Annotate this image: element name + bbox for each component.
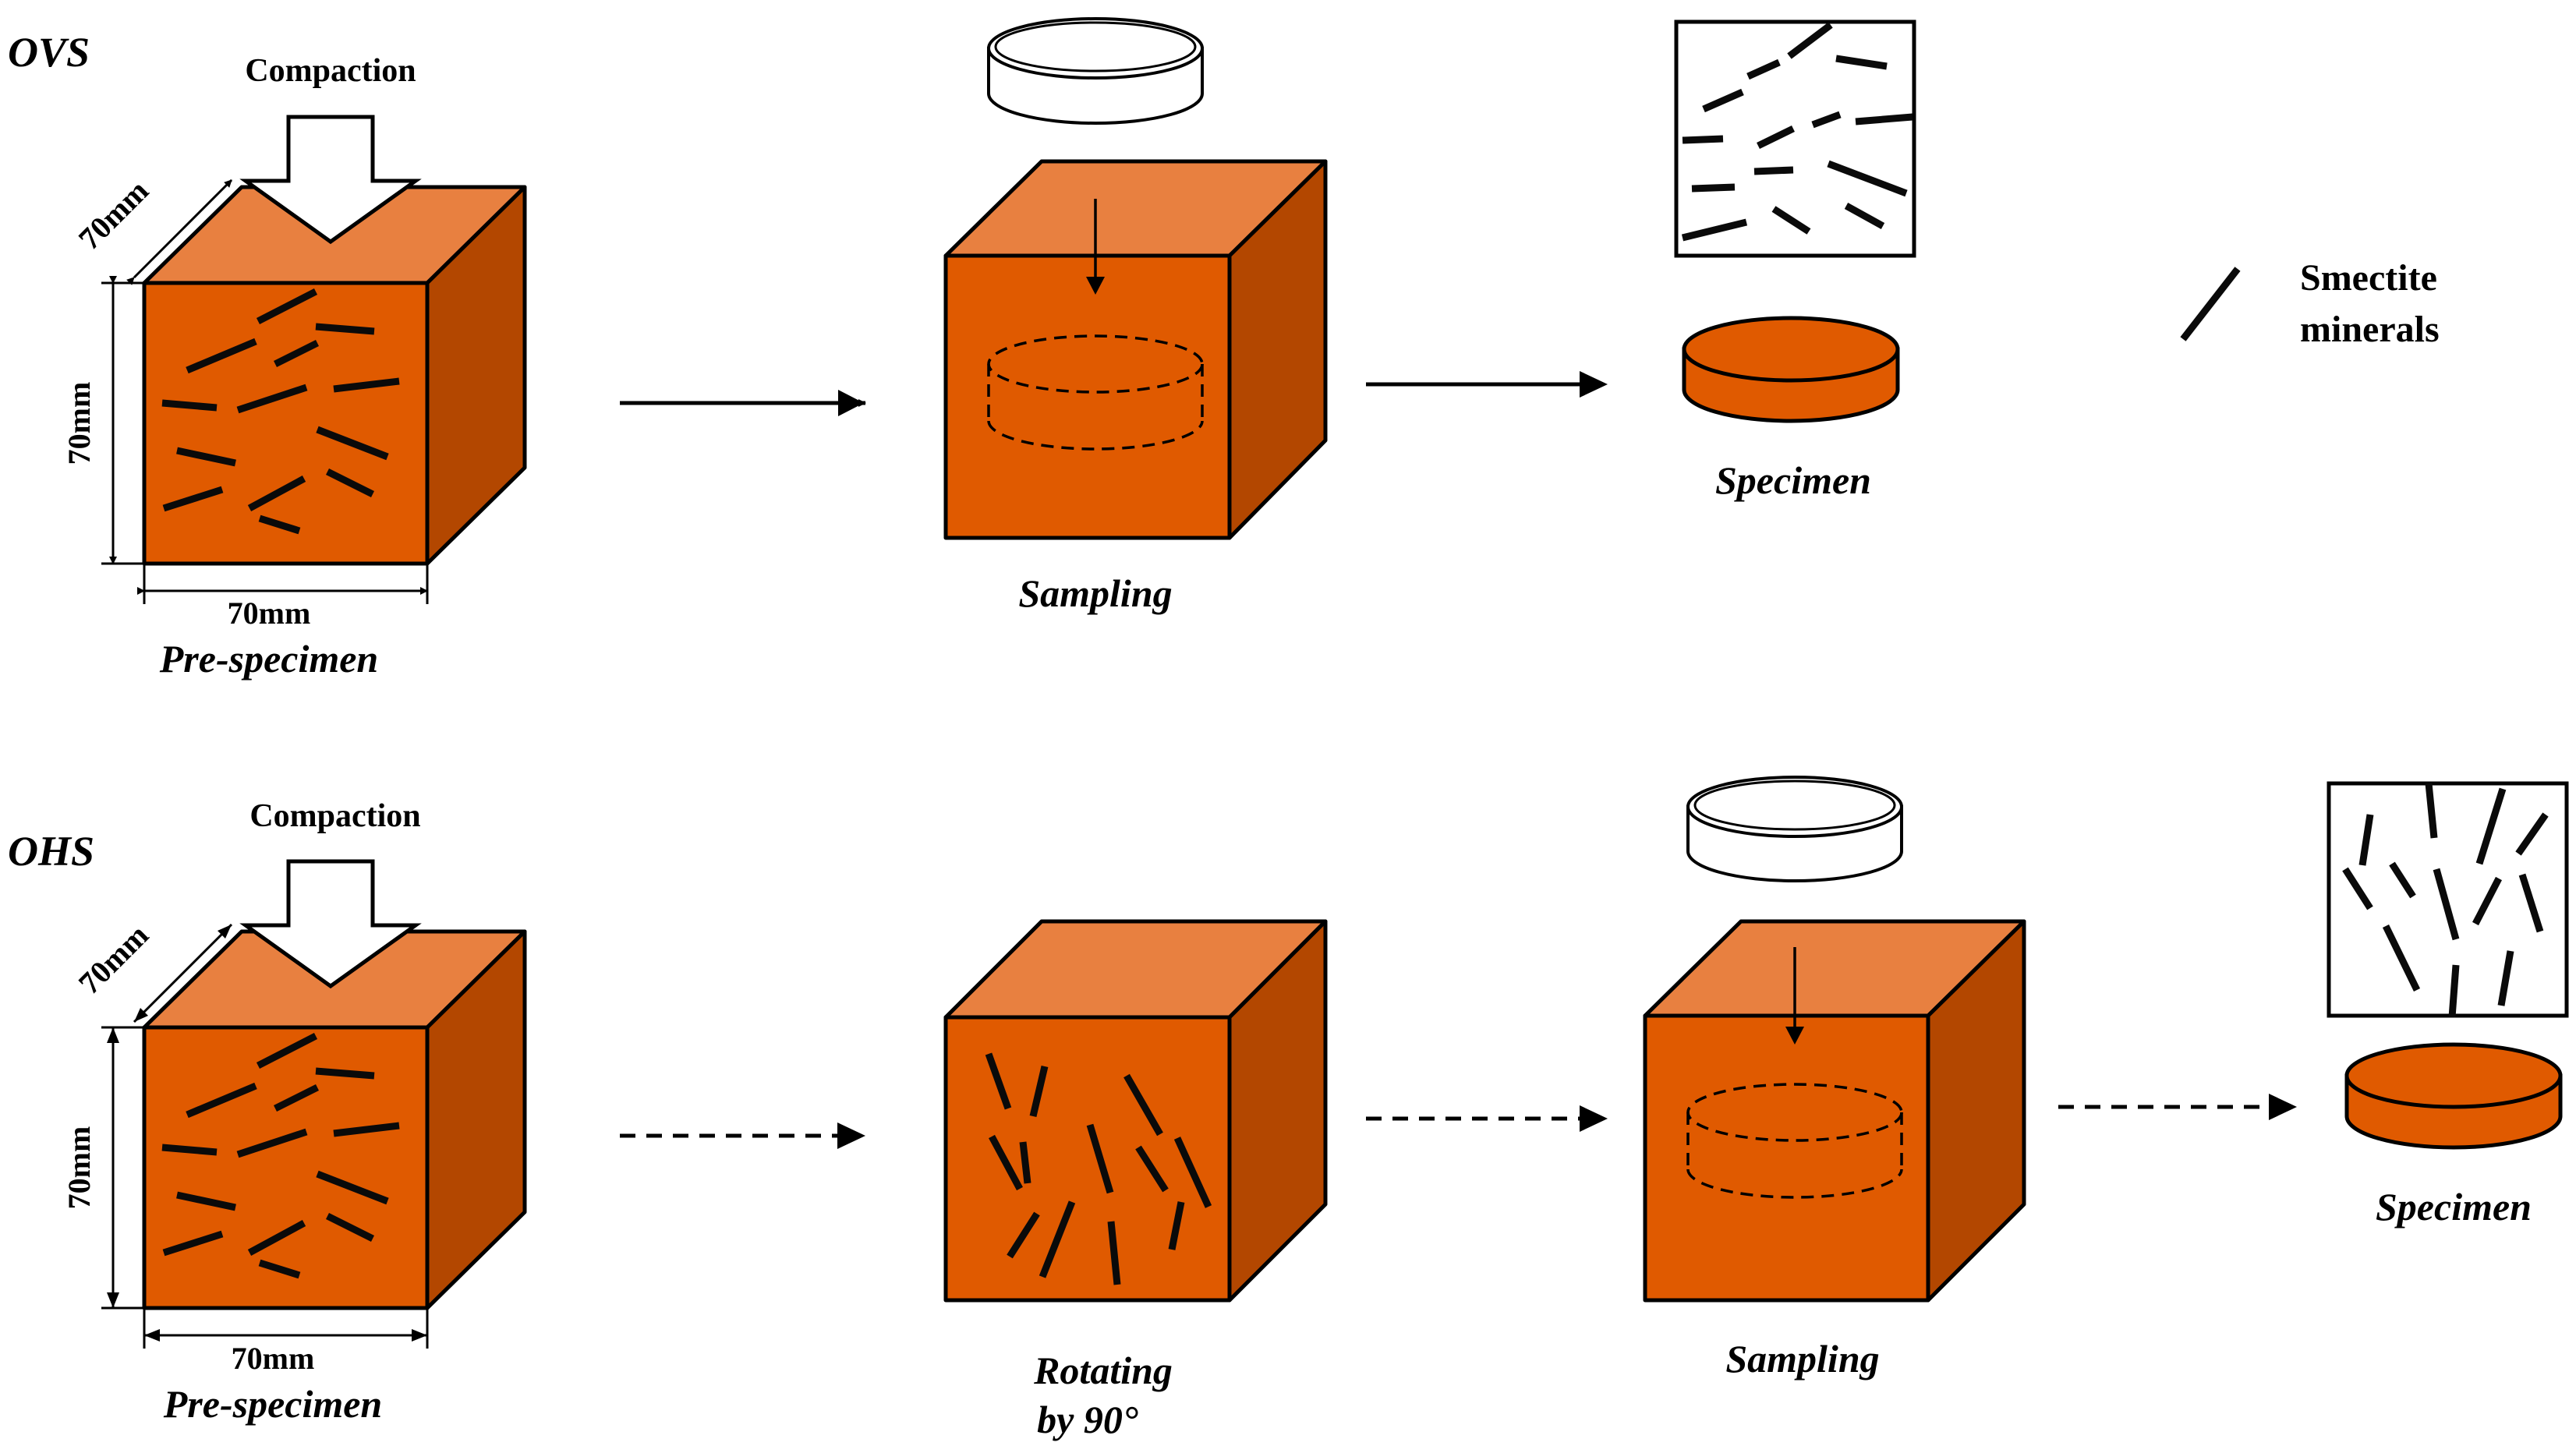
smectite-minerals-random bbox=[161, 288, 400, 535]
cube-front-face bbox=[1643, 1013, 1930, 1303]
smectite-minerals-vertical bbox=[985, 1052, 1212, 1285]
ohs-depth-dimension: 70mm bbox=[72, 917, 155, 1001]
ohs-arrowhead-2 bbox=[1580, 1105, 1608, 1132]
ovs-compaction-arrow bbox=[239, 115, 422, 245]
legend: Smectite minerals bbox=[2180, 257, 2440, 350]
smectite-minerals-horizontal bbox=[1681, 22, 1913, 242]
ovs-arrowhead-2 bbox=[1580, 371, 1608, 398]
ovs-row-label: OVS bbox=[8, 29, 90, 76]
ovs-pre-specimen-label: Pre-specimen bbox=[159, 637, 378, 681]
cube-front-face bbox=[142, 1025, 430, 1310]
smectite-minerals-random bbox=[161, 1032, 400, 1279]
ovs-specimen-label: Specimen bbox=[1715, 458, 1871, 502]
ovs-compaction-label: Compaction bbox=[245, 53, 416, 89]
ovs-width-dimension: 70mm bbox=[228, 596, 311, 631]
ovs-sampling-cube bbox=[943, 159, 1328, 540]
ohs-row-label: OHS bbox=[8, 828, 94, 875]
ohs-arrowhead-1 bbox=[837, 1122, 865, 1149]
ovs-microstructure-box bbox=[1674, 19, 1916, 258]
sampling-insert-arrowhead bbox=[1086, 277, 1105, 295]
ovs-sampling-label: Sampling bbox=[1018, 571, 1172, 615]
ohs-pre-specimen-cube bbox=[142, 929, 527, 1310]
legend-smectite-symbol bbox=[2180, 267, 2241, 341]
ohs-width-dimension: 70mm bbox=[232, 1341, 315, 1376]
cube-front-face bbox=[943, 253, 1232, 540]
ohs-microstructure-box bbox=[2327, 781, 2569, 1018]
ohs-rotating-label-line1: Rotating bbox=[1033, 1349, 1173, 1392]
ovs-arrowhead-1 bbox=[838, 390, 864, 416]
ohs-dimension-lines bbox=[101, 923, 429, 1349]
ovs-sampling-ring bbox=[987, 17, 1204, 125]
ovs-dimension-lines bbox=[101, 179, 429, 604]
dashed-sampling-cylinder bbox=[1686, 1083, 1903, 1199]
dashed-sampling-cylinder bbox=[987, 334, 1204, 451]
ohs-height-dimension: 70mm bbox=[62, 1126, 97, 1210]
ohs-arrowhead-3 bbox=[2269, 1094, 2297, 1120]
ohs-sampling-ring bbox=[1686, 776, 1903, 882]
legend-label-line2: minerals bbox=[2300, 309, 2440, 350]
ohs-rotated-cube bbox=[943, 919, 1328, 1303]
ovs-specimen-disk bbox=[1682, 316, 1900, 423]
ohs-compaction-arrow bbox=[239, 859, 422, 989]
ohs-specimen-disk bbox=[2344, 1042, 2563, 1150]
ohs-pre-specimen-label: Pre-specimen bbox=[163, 1382, 382, 1426]
cube-front-face bbox=[142, 281, 430, 566]
sampling-insert-arrowhead bbox=[1785, 1027, 1804, 1045]
ohs-rotating-label-line2: by 90° bbox=[1037, 1398, 1138, 1441]
ohs-sampling-label: Sampling bbox=[1725, 1337, 1879, 1381]
ohs-sampling-cube bbox=[1643, 919, 2026, 1303]
ohs-specimen-label: Specimen bbox=[2376, 1185, 2532, 1229]
ohs-compaction-label: Compaction bbox=[249, 798, 420, 834]
smectite-minerals-vertical bbox=[2342, 783, 2549, 1018]
ovs-pre-specimen-cube bbox=[142, 185, 527, 566]
legend-label-line1: Smectite bbox=[2300, 257, 2437, 299]
ovs-height-dimension: 70mm bbox=[62, 382, 97, 465]
ovs-depth-dimension: 70mm bbox=[72, 173, 155, 256]
